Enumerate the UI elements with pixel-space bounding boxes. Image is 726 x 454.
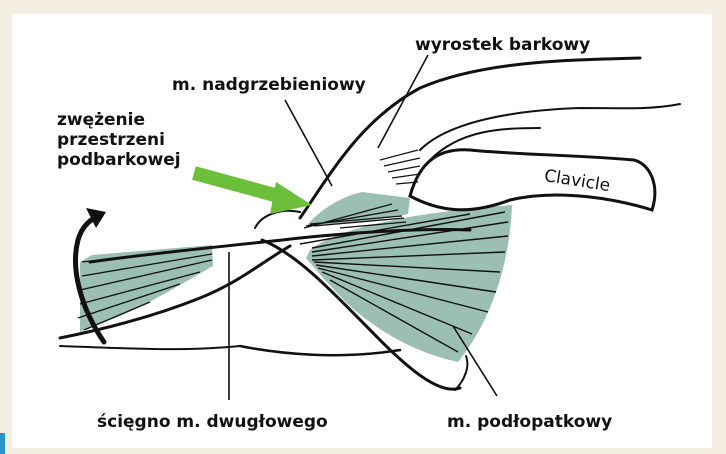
corner-accent (0, 433, 5, 454)
narrowing-line-2: przestrzeni (57, 130, 181, 150)
narrowing-label: zwężenie przestrzeni podbarkowej (57, 110, 181, 170)
bone-outlines (60, 58, 680, 390)
acromion-label: wyrostek barkowy (415, 35, 590, 55)
green-arrow-icon (194, 173, 312, 214)
subscapularis-label: m. podłopatkowy (447, 412, 612, 432)
narrowing-line-3: podbarkowej (57, 150, 181, 170)
supraspinatus-label: m. nadgrzebieniowy (172, 75, 366, 95)
narrowing-line-1: zwężenie (57, 110, 181, 130)
acromion-hatching (380, 150, 420, 184)
biceps-tendon-label: ścięgno m. dwugłowego (97, 412, 328, 432)
left-muscle-fill (80, 245, 213, 332)
